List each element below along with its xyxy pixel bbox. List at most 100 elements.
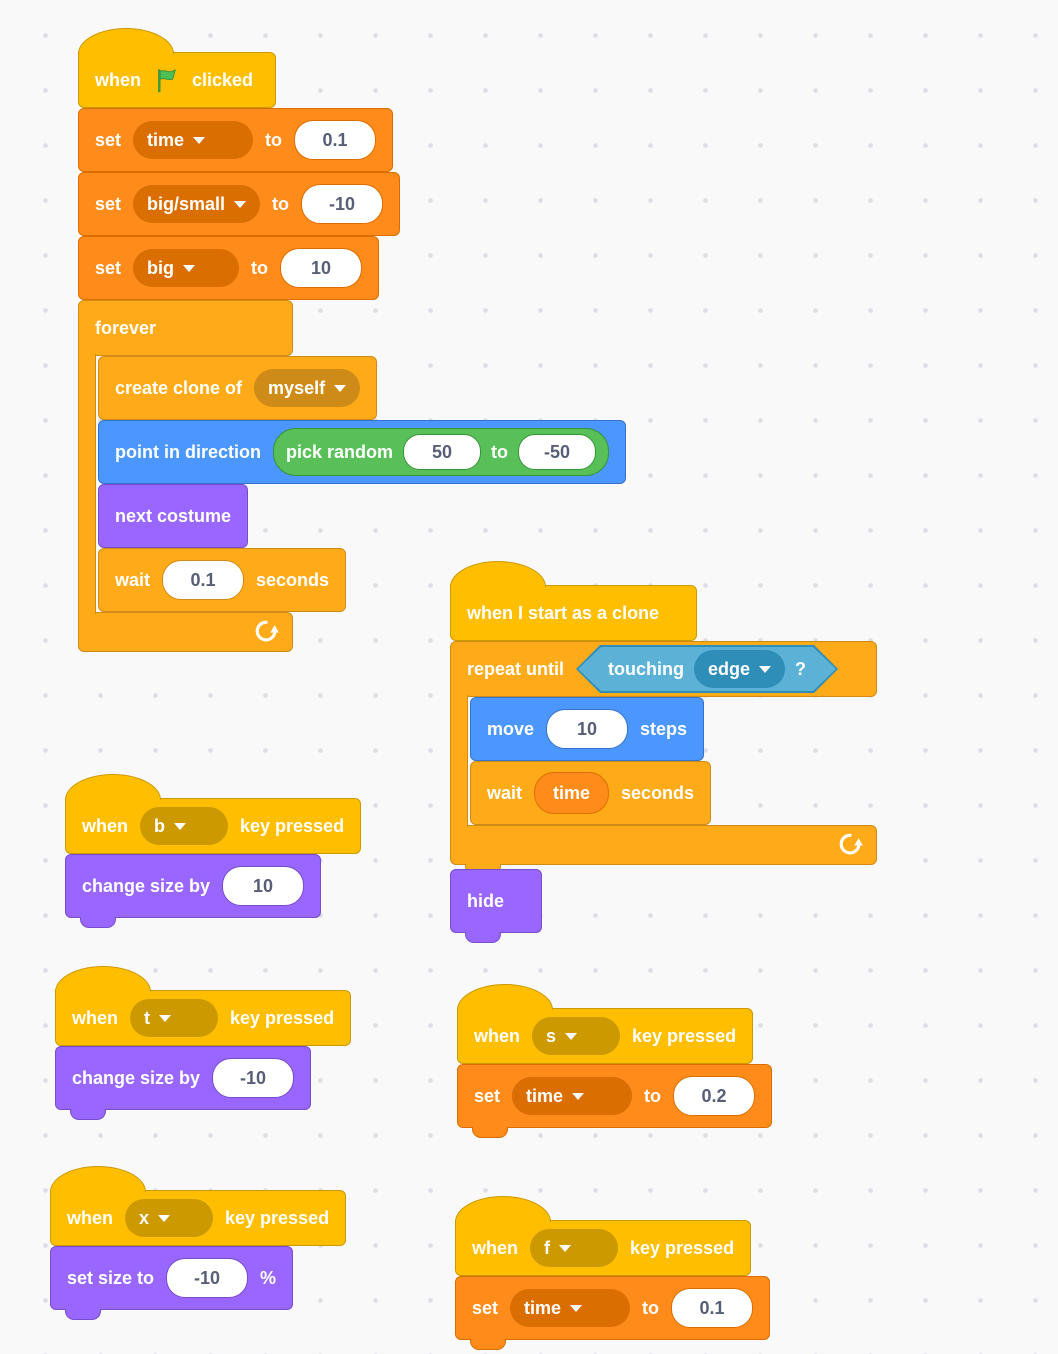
pick-random-reporter[interactable]: pick random 50 to -50 <box>273 428 610 476</box>
dropdown-caret-icon <box>234 200 247 208</box>
green-flag-icon <box>158 68 176 92</box>
value-input[interactable]: 10 <box>280 248 363 288</box>
repeat-until-block-top[interactable]: repeat until touching edge ? <box>450 641 877 697</box>
key-pressed-label: key pressed <box>240 815 345 836</box>
dropdown-caret-icon <box>183 264 196 272</box>
key-dropdown[interactable]: t <box>130 999 219 1037</box>
key-pressed-label: key pressed <box>230 1007 335 1028</box>
create-clone-label: create clone of <box>115 377 243 398</box>
variable-dropdown[interactable]: time <box>512 1077 633 1115</box>
create-clone-block[interactable]: create clone of myself <box>98 356 378 420</box>
when-label: when <box>474 1025 521 1046</box>
forever-label: forever <box>95 317 157 338</box>
value-input[interactable]: 0.2 <box>673 1076 756 1116</box>
repeat-until-block-bottom[interactable] <box>450 825 877 875</box>
key-name: b <box>154 815 166 836</box>
forever-block-arm[interactable] <box>78 354 96 614</box>
hide-label: hide <box>467 890 505 911</box>
wait-label: wait <box>115 569 151 590</box>
touching-label: touching <box>608 658 684 679</box>
wait-block[interactable]: wait time seconds <box>470 761 712 825</box>
loop-arrow-icon <box>255 620 279 642</box>
steps-input[interactable]: 10 <box>546 709 629 749</box>
to-label: to <box>272 193 290 214</box>
touching-target: edge <box>708 658 751 679</box>
point-in-direction-block[interactable]: point in direction pick random 50 to -50 <box>98 420 627 484</box>
hide-block[interactable]: hide <box>450 869 542 943</box>
key-pressed-label: key pressed <box>225 1207 330 1228</box>
dropdown-caret-icon <box>570 1304 583 1312</box>
set-variable-block[interactable]: set time to 0.2 <box>457 1064 773 1138</box>
next-costume-block[interactable]: next costume <box>98 484 249 548</box>
when-start-as-clone-block[interactable]: when I start as a clone <box>450 561 697 641</box>
random-to-input[interactable]: -50 <box>518 434 597 470</box>
dropdown-caret-icon <box>572 1092 585 1100</box>
size-value-input[interactable]: -10 <box>212 1058 295 1098</box>
size-value-input[interactable]: -10 <box>166 1258 249 1298</box>
wait-value-input[interactable]: 0.1 <box>162 560 245 600</box>
variable-dropdown[interactable]: big <box>133 249 240 287</box>
to-label: to <box>265 129 283 150</box>
variable-dropdown[interactable]: big/small <box>133 185 261 223</box>
set-variable-block[interactable]: set big to 10 <box>78 236 380 300</box>
seconds-label: seconds <box>621 782 695 803</box>
when-label: when <box>72 1007 119 1028</box>
seconds-label: seconds <box>256 569 330 590</box>
clone-target-dropdown[interactable]: myself <box>254 369 361 407</box>
size-value-input[interactable]: 10 <box>222 866 305 906</box>
change-size-block[interactable]: change size by 10 <box>65 854 322 928</box>
move-steps-block[interactable]: move 10 steps <box>470 697 705 761</box>
forever-block-top[interactable]: forever <box>78 300 293 356</box>
touching-condition[interactable]: touching edge ? <box>576 645 838 693</box>
repeat-until-label: repeat until <box>467 658 565 679</box>
value-input[interactable]: -10 <box>301 184 384 224</box>
variable-dropdown[interactable]: time <box>133 121 254 159</box>
set-label: set <box>474 1085 501 1106</box>
dropdown-caret-icon <box>565 1032 578 1040</box>
dropdown-caret-icon <box>158 1214 171 1222</box>
value-input[interactable]: 0.1 <box>294 120 377 160</box>
key-name: t <box>144 1007 151 1028</box>
change-size-label: change size by <box>72 1067 201 1088</box>
key-pressed-label: key pressed <box>630 1237 735 1258</box>
set-variable-block[interactable]: set time to 0.1 <box>455 1276 771 1350</box>
when-key-pressed-block[interactable]: when s key pressed <box>457 984 754 1064</box>
change-size-block[interactable]: change size by -10 <box>55 1046 312 1120</box>
next-costume-label: next costume <box>115 505 232 526</box>
random-from-input[interactable]: 50 <box>403 434 482 470</box>
to-label: to <box>251 257 269 278</box>
variable-name: big/small <box>147 193 226 214</box>
to-label: to <box>642 1297 660 1318</box>
key-dropdown[interactable]: s <box>532 1017 621 1055</box>
when-key-pressed-block[interactable]: when t key pressed <box>55 966 352 1046</box>
repeat-until-block-arm[interactable] <box>450 695 468 827</box>
wait-label: wait <box>487 782 523 803</box>
when-key-pressed-block[interactable]: when x key pressed <box>50 1166 347 1246</box>
variable-name: time <box>147 129 185 150</box>
key-dropdown[interactable]: b <box>140 807 229 845</box>
variable-name: big <box>147 257 175 278</box>
dropdown-caret-icon <box>759 666 771 673</box>
when-start-as-clone-label: when I start as a clone <box>467 602 660 623</box>
when-key-pressed-block[interactable]: when b key pressed <box>65 774 362 854</box>
value-input[interactable]: 0.1 <box>671 1288 754 1328</box>
key-dropdown[interactable]: f <box>530 1229 619 1267</box>
when-flag-clicked-block[interactable]: when clicked <box>78 28 276 108</box>
set-variable-block[interactable]: set time to 0.1 <box>78 108 394 172</box>
dropdown-caret-icon <box>174 822 187 830</box>
time-variable-reporter[interactable]: time <box>534 772 610 814</box>
key-dropdown[interactable]: x <box>125 1199 214 1237</box>
when-label: when <box>472 1237 519 1258</box>
set-size-block[interactable]: set size to -10 % <box>50 1246 294 1320</box>
when-key-pressed-block[interactable]: when f key pressed <box>455 1196 752 1276</box>
dropdown-caret-icon <box>559 1244 572 1252</box>
to-label: to <box>644 1085 662 1106</box>
forever-block-bottom[interactable] <box>78 612 293 652</box>
touching-target-dropdown[interactable]: edge <box>694 650 785 688</box>
variable-dropdown[interactable]: time <box>510 1289 631 1327</box>
set-label: set <box>95 193 122 214</box>
key-name: f <box>544 1237 551 1258</box>
set-variable-block[interactable]: set big/small to -10 <box>78 172 401 236</box>
wait-block[interactable]: wait 0.1 seconds <box>98 548 347 612</box>
